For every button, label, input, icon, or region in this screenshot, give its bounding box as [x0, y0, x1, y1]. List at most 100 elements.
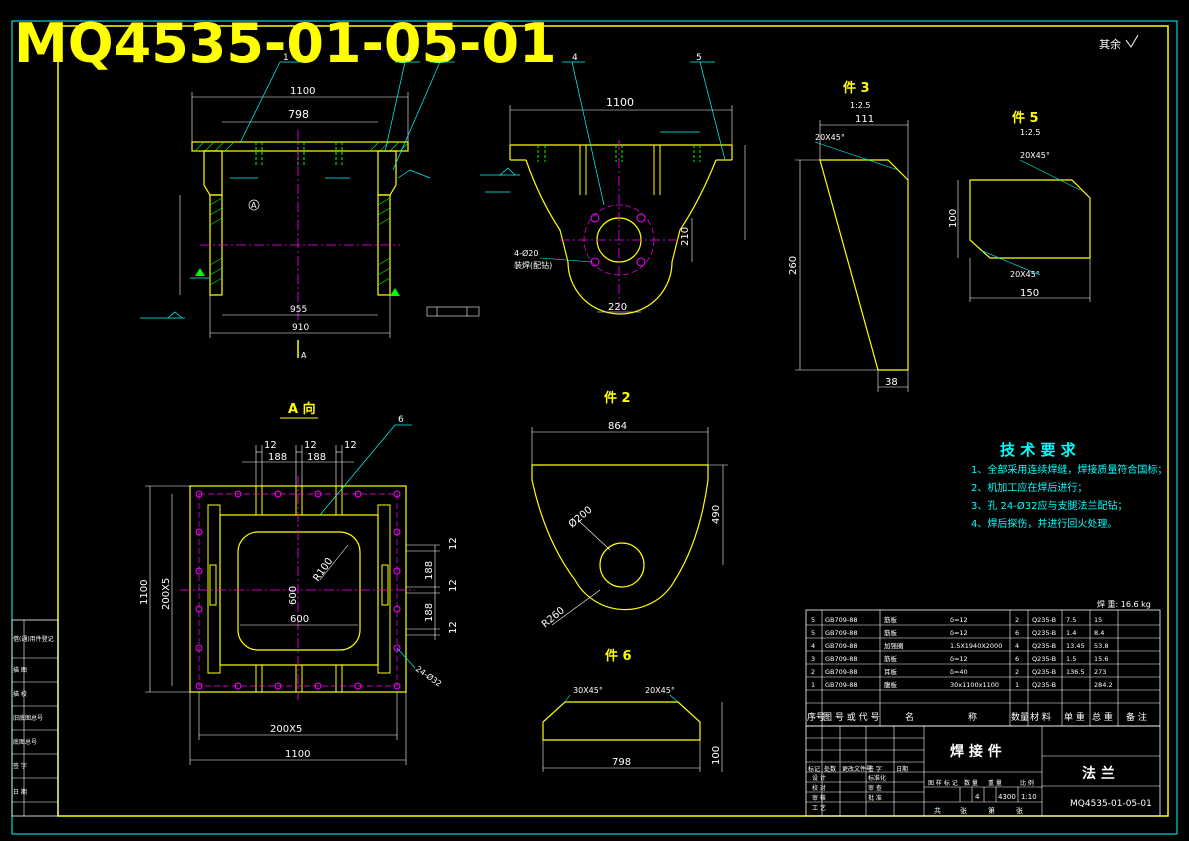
part6-dim-width: 798 [612, 757, 631, 768]
part5-scale: 1:2.5 [1020, 128, 1041, 137]
bom-cell: 1.4 [1066, 629, 1076, 637]
side-table-label: 描 图 [13, 666, 27, 674]
part3-title: 件 3 [843, 80, 870, 96]
bom-cell: 2 [1015, 616, 1019, 624]
title-stage-label: 图 样 标 记 [928, 779, 958, 787]
bom-cell: Q235-B [1032, 616, 1056, 624]
balloon-5: 5 [696, 53, 702, 63]
bom-cell: Q235-B [1032, 655, 1056, 663]
side-table-label: 旧底图总号 [13, 714, 43, 722]
title-sheet-label: 张 [960, 806, 967, 815]
bom-cell: GB709-88 [825, 668, 858, 676]
bom-cell: 1 [811, 681, 815, 689]
bom-cell: 15 [1094, 616, 1102, 624]
technical-requirements: 技 术 要 求 1、全部采用连续焊缝，焊接质量符合国标； 2、机加工应在焊后进行… [971, 441, 1167, 530]
a-dim-right-2: 188 [424, 561, 435, 580]
tech-req-item-1: 1、全部采用连续焊缝，焊接质量符合国标； [971, 463, 1167, 476]
side-table-label: 底图总号 [13, 738, 37, 746]
part2-dim-height: 490 [711, 505, 722, 524]
part6-dim-height: 100 [711, 746, 722, 765]
bom-cell: 加强圈 [884, 641, 904, 650]
side-hole-note-2: 装焊(配钻) [514, 260, 552, 270]
bom-cell: 1 [1015, 681, 1019, 689]
a-dim-bottom-pitch: 200X5 [270, 724, 302, 735]
main-dim-overall: 1100 [290, 86, 315, 97]
bom-cell: 1.5 [1066, 655, 1076, 663]
side-hole-note: 4-Ø20 [514, 248, 538, 258]
main-dim-bottom-inner: 955 [290, 305, 307, 315]
side-table-label: 描 校 [13, 690, 27, 698]
title-mid-label: 审 查 [868, 784, 882, 792]
bom-cell: Q235-B [1032, 629, 1056, 637]
bom-header-cell: 序号 [807, 711, 825, 723]
title-sheet-label: 共 [934, 806, 941, 815]
main-view: 1100 798 955 910 1 2 3 A [140, 53, 480, 360]
section-arrow-label: A [301, 351, 307, 360]
bom-cell: 273 [1094, 668, 1106, 676]
bom-header-cell: 总 重 [1092, 711, 1113, 723]
part2-dim-radius: R260 [540, 605, 567, 630]
bom-cell: 6 [1015, 655, 1019, 663]
bom-header-cell: 数量 [1011, 711, 1029, 723]
tech-req-item-4: 4、焊后探伤，并进行回火处理。 [971, 517, 1117, 530]
part3-dim-bottom: 38 [885, 377, 898, 388]
title-header-label: 标记 [808, 765, 820, 773]
part6-view: 件 6 30X45° 20X45° 798 100 [542, 648, 723, 772]
bom-cell: 53.8 [1094, 642, 1108, 650]
part3-view: 件 3 1:2.5 111 20X45° 260 38 [788, 80, 909, 392]
part5-view: 件 5 1:2.5 20X45° 20X45° 100 150 [948, 110, 1091, 302]
part3-dim-height: 260 [788, 256, 799, 275]
bom-cell: 筋板 [884, 615, 898, 624]
side-dim-width: 1100 [606, 96, 634, 109]
bom-cell: 30x1100x1100 [950, 681, 999, 689]
bom-cell: 筋板 [884, 654, 898, 663]
bom-cell: Q235-B [1032, 681, 1056, 689]
a-view-title: A 向 [288, 401, 316, 417]
a-dim-pitch-2: 188 [307, 452, 326, 463]
bom-cell: 5 [811, 629, 815, 637]
part5-dim-width: 150 [1020, 288, 1039, 299]
bom-cell: 13.45 [1066, 642, 1085, 650]
tech-req-item-3: 3、孔 24-Ø32应与支腿法兰配钻； [971, 499, 1127, 512]
balloon-2: 2 [405, 53, 411, 63]
title-block-small-3: 1:10 [1021, 793, 1037, 801]
title-stage-label: 数 量 [964, 779, 978, 787]
inner-frame [57, 25, 1169, 817]
drawing-number-title: MQ4535-01-05-01 [14, 12, 557, 75]
outer-frame [11, 20, 1178, 835]
bom-cell: δ=12 [950, 616, 968, 624]
weight-note: 焊 重: 16.6 kg [1097, 599, 1151, 609]
bom-cell: Q235-B [1032, 668, 1056, 676]
bom-cell: 15.6 [1094, 655, 1108, 663]
bom-cell: 7.5 [1066, 616, 1076, 624]
title-stage-label: 比 例 [1020, 779, 1034, 787]
a-dim-pitch-1: 188 [268, 452, 287, 463]
part5-dim-chamfer-bottom: 20X45° [1010, 270, 1040, 279]
main-dim-top: 798 [288, 108, 309, 121]
title-header-label: 日期 [896, 765, 908, 773]
title-header-label: 处数 [824, 765, 836, 773]
main-datum-label: A [251, 201, 257, 210]
bom-cell: 耳板 [884, 667, 898, 676]
a-dim-left-overall: 1100 [139, 580, 150, 605]
a-dim-inner-h: 600 [288, 586, 299, 605]
part6-title: 件 6 [605, 648, 632, 664]
title-sheet-label: 张 [1016, 806, 1023, 815]
title-block: 焊 接 件 法 兰 MQ4535-01-05-01 4 4300 1:10 标记… [805, 725, 1161, 817]
bom-header-cell: 名 [905, 711, 914, 723]
bom-header-cell: 材 料 [1030, 711, 1051, 723]
part2-dim-hole: Ø200 [566, 504, 594, 531]
bom-cell: δ=40 [950, 668, 968, 676]
bom-cell: GB709-88 [825, 616, 858, 624]
part5-dim-height: 100 [948, 209, 959, 228]
a-dim-bottom-overall: 1100 [285, 749, 310, 760]
title-left-label: 审 核 [812, 794, 826, 802]
title-block-code: MQ4535-01-05-01 [1070, 799, 1152, 809]
part3-dim-top: 111 [855, 114, 874, 125]
part2-title: 件 2 [604, 390, 631, 406]
bom-header-cell: 图 号 或 代 号 [823, 711, 879, 723]
roughness-note: 其余 [1099, 37, 1121, 51]
bom-cell: GB709-88 [825, 655, 858, 663]
bom-cell: 1.5X1940X2000 [950, 642, 1002, 650]
a-dim-right-1: 12 [448, 537, 459, 550]
